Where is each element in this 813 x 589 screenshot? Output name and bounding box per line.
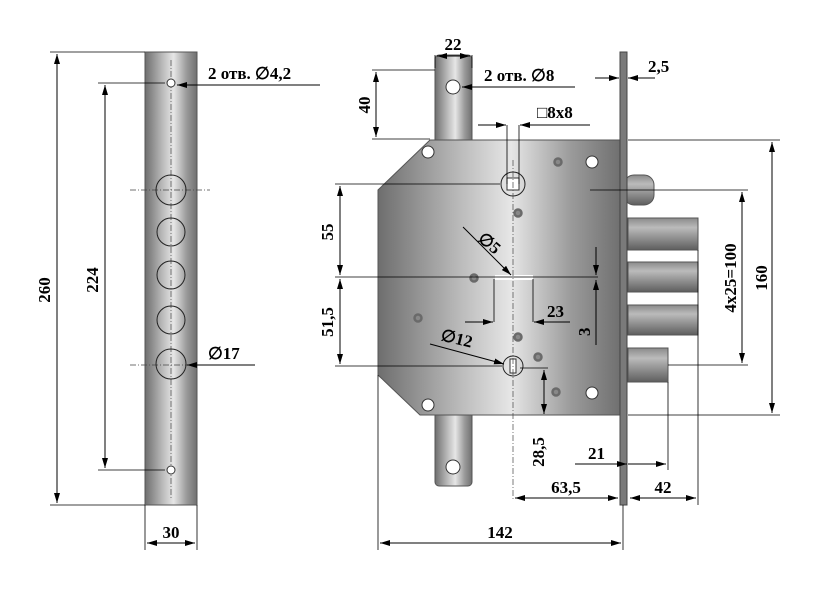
dim-142: 142: [487, 523, 513, 542]
dim-42: 42: [655, 478, 672, 497]
mount-hole-bottom: [166, 465, 176, 475]
dim-63-5: 63,5: [551, 478, 581, 497]
latch-hole: [155, 348, 187, 380]
latch: [627, 347, 669, 383]
dim-55: 55: [318, 224, 337, 241]
dim-4x25-100: 4x25=100: [721, 243, 740, 312]
faceplate-edge: [619, 51, 628, 506]
dim-28-5: 28,5: [529, 437, 548, 467]
mount-hole-top: [166, 78, 176, 88]
bolt: [627, 217, 699, 251]
bolt-hole: [155, 174, 187, 206]
dim-51-5: 51,5: [318, 307, 337, 337]
bolt: [627, 304, 699, 336]
dim-40: 40: [355, 97, 374, 114]
lock-body-view: 22 2 отв. ∅8 2,5 40 □8x8 55 51,5 ∅5: [318, 35, 780, 550]
keyhole: [495, 275, 533, 280]
dim-17: ∅17: [208, 344, 240, 363]
dim-21: 21: [588, 444, 605, 463]
bolt: [627, 261, 699, 293]
bolt-hole: [156, 260, 186, 290]
dim-holes-8: 2 отв. ∅8: [484, 66, 554, 85]
dim-holes-4-2: 2 отв. ∅4,2: [208, 64, 291, 83]
dim-30: 30: [163, 523, 180, 542]
dim-3: 3: [575, 328, 594, 337]
bolt-hole: [156, 305, 186, 335]
dim-160: 160: [752, 265, 771, 291]
dim-23: 23: [547, 302, 564, 321]
top-tab: [434, 54, 473, 146]
dim-224: 224: [83, 267, 102, 293]
dim-260: 260: [35, 277, 54, 303]
dim-22: 22: [445, 35, 462, 54]
dim-8x8: □8x8: [537, 103, 573, 122]
bottom-tab: [434, 409, 473, 487]
faceplate-view: 260 224 2 отв. ∅4,2 ∅17 30: [35, 51, 320, 550]
bolt-hole: [156, 217, 186, 247]
dim-2-5: 2,5: [648, 57, 669, 76]
